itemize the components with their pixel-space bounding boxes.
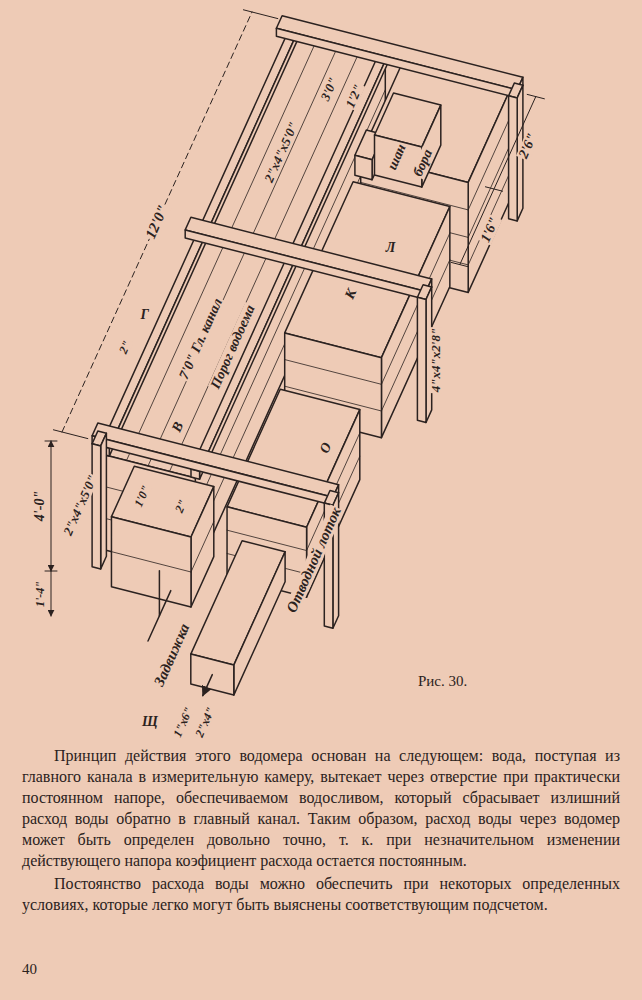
flow-arrow: [203, 675, 213, 696]
dimension-tick: [485, 187, 502, 191]
post: [417, 297, 426, 422]
dimension-line: [51, 441, 52, 571]
weir-compartment: [375, 135, 422, 187]
reservoir-box: [381, 206, 449, 437]
dimension-label: 12'0": [143, 202, 172, 242]
dimension-tick: [45, 441, 57, 442]
section-mark: Г: [140, 308, 150, 322]
figure-caption: Рис. 30.: [418, 674, 467, 689]
cross-beam: [92, 423, 339, 497]
plank-line: [191, 522, 214, 572]
post: [509, 96, 518, 221]
post: [101, 433, 107, 569]
drawing-lines: [45, 10, 544, 696]
plank-line: [468, 118, 510, 210]
part-name: Щ: [141, 715, 159, 729]
dimension-tick: [243, 10, 277, 19]
section-mark: Л: [385, 241, 397, 255]
body-paragraph: Постоянство расхода воды можно обеспечит…: [22, 873, 620, 915]
cross-beam: [92, 436, 333, 506]
dimension-tick: [527, 94, 544, 98]
gate-rod: [159, 571, 161, 616]
gate-box: [111, 517, 191, 607]
cross-beam: [185, 217, 432, 291]
dimension-line: [460, 97, 536, 265]
dimension-label: 4"x4"x2'8": [428, 327, 441, 393]
part-name: Задвижка: [151, 621, 193, 690]
dimension-tick: [53, 430, 87, 439]
page-number: 40: [22, 962, 37, 977]
cross-beam: [185, 230, 426, 300]
plank-line: [285, 360, 382, 385]
dimension-label: 2": [117, 338, 134, 356]
post: [92, 444, 101, 569]
connecting-opening: [355, 155, 372, 179]
plank-line: [111, 552, 191, 572]
dimension-tick: [451, 262, 468, 266]
gate-box: [191, 487, 214, 607]
dimension-label: 4'-0": [33, 490, 47, 522]
measuring-chamber: [468, 90, 510, 292]
plank-line: [468, 173, 510, 265]
outlet-trough: [234, 552, 285, 695]
dimension-tick: [45, 571, 57, 572]
cross-beam: [276, 16, 523, 90]
cross-beam: [276, 28, 517, 98]
dimension-label: 2"x4": [193, 704, 218, 739]
dimension-label: 1'-4": [34, 580, 46, 608]
dimension-line: [51, 571, 52, 616]
body-paragraph: Принцип действия этого водомера основан …: [22, 745, 620, 871]
gate-handle: [148, 591, 171, 641]
outlet-trough: [191, 654, 234, 695]
